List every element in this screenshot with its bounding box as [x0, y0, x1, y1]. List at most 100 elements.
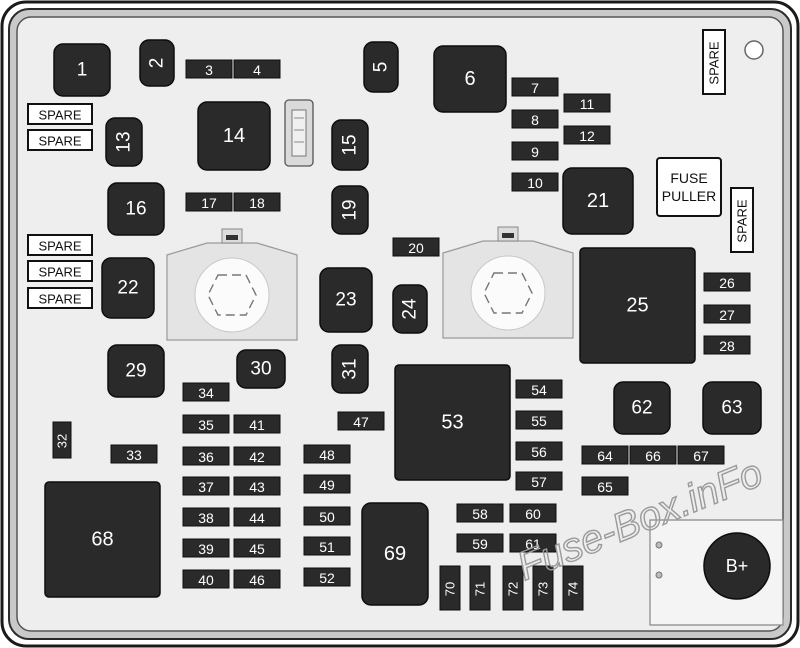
relay-30: [236, 349, 286, 389]
fuse-55: [515, 410, 563, 430]
fuse-11: [563, 93, 611, 113]
spare-fuse: [730, 187, 754, 253]
relay-24-label: 24: [400, 298, 421, 320]
fuse-71: [469, 565, 491, 611]
fuse-48-label: 48: [319, 447, 335, 463]
fuse-41-label: 41: [249, 417, 265, 433]
relay-16: [107, 182, 165, 236]
spare-fuse: [702, 29, 726, 95]
fuse-35: [182, 414, 230, 434]
fuse-43: [233, 476, 281, 496]
fuse-18-label: 18: [249, 195, 265, 211]
relay-2: [139, 39, 175, 87]
relay-13-label: 13: [114, 131, 135, 152]
fuse-41: [233, 414, 281, 434]
fuse-8: [511, 109, 559, 129]
relay-large-6: [433, 45, 507, 113]
relay-15: [331, 119, 369, 171]
fuse-47: [337, 411, 385, 431]
relay-large-69-label: 69: [384, 543, 406, 565]
spare-fuse-label: SPARE: [38, 265, 81, 280]
fuse-12-label: 12: [579, 128, 595, 144]
spare-fuse: [27, 103, 93, 125]
fuse-71-label: 71: [473, 582, 488, 596]
fuse-8-label: 8: [531, 112, 539, 128]
fuse-51: [303, 536, 351, 556]
relay-62: [613, 381, 671, 435]
fuse-42: [233, 446, 281, 466]
terminal-rivet: [655, 571, 663, 579]
fuse-32-label: 32: [55, 434, 70, 448]
fuse-70-label: 70: [443, 582, 458, 596]
battery-terminal-label: B+: [726, 556, 749, 576]
relay-30-label: 30: [250, 359, 271, 380]
fuse-56-label: 56: [531, 444, 547, 460]
fuse-28: [703, 335, 751, 355]
relay-15-label: 15: [340, 134, 361, 155]
fuse-55-label: 55: [531, 413, 547, 429]
fuse-45-label: 45: [249, 541, 265, 557]
mounting-hole: [744, 40, 764, 60]
relay-24: [392, 284, 428, 334]
fuse-3: [185, 59, 233, 79]
fuse-40: [182, 569, 230, 589]
fuse-60: [509, 503, 557, 523]
fuse-57-label: 57: [531, 474, 547, 490]
relay-63: [702, 381, 762, 435]
fuse-18: [233, 192, 281, 212]
relay-23-label: 23: [335, 290, 356, 311]
bolt-stud-tab-slot: [226, 235, 238, 240]
fuse-20: [392, 237, 440, 257]
fuse-47-label: 47: [353, 414, 369, 430]
fuse-61: [509, 533, 557, 553]
relay-22: [101, 257, 155, 319]
fuse-32: [52, 421, 72, 459]
relay-63-label: 63: [721, 398, 742, 419]
relay-large-6-label: 6: [464, 68, 475, 90]
relay-large-25-label: 25: [626, 295, 648, 317]
fuse-34-label: 34: [198, 385, 214, 401]
spare-fuse-label: SPARE: [38, 239, 81, 254]
fuse-26: [703, 272, 751, 292]
fuse-7-label: 7: [531, 80, 539, 96]
fuse-54: [515, 379, 563, 399]
fuse-52: [303, 567, 351, 587]
fuse-4-label: 4: [253, 62, 261, 78]
fuse-49-label: 49: [319, 477, 335, 493]
fuse-10-label: 10: [527, 175, 543, 191]
fuse-28-label: 28: [719, 338, 735, 354]
fuse-37-label: 37: [198, 479, 214, 495]
fuse-65-label: 65: [597, 479, 613, 495]
relay-large-21: [562, 167, 634, 235]
fuse-58-label: 58: [472, 506, 488, 522]
spare-fuse-label: SPARE: [707, 41, 722, 84]
fuse-3-label: 3: [205, 62, 213, 78]
fuse-33-label: 33: [126, 447, 142, 463]
relay-62-label: 62: [631, 398, 652, 419]
fuse-26-label: 26: [719, 275, 735, 291]
relay-large-14: [197, 101, 271, 171]
fuse-74: [562, 565, 584, 611]
fuse-52-label: 52: [319, 570, 335, 586]
fuse-66: [629, 445, 677, 465]
fuse-45: [233, 538, 281, 558]
terminal-rivet: [655, 541, 663, 549]
fuse-58: [456, 503, 504, 523]
fuse-44-label: 44: [249, 510, 265, 526]
fuse-42-label: 42: [249, 449, 265, 465]
fuse-50: [303, 506, 351, 526]
fuse-4: [233, 59, 281, 79]
spare-fuse: [27, 260, 93, 282]
battery-terminal: [703, 532, 771, 600]
fuse-puller: [656, 157, 722, 217]
spare-fuse-label: SPARE: [38, 292, 81, 307]
fuse-54-label: 54: [531, 382, 547, 398]
fuse-9-label: 9: [531, 144, 539, 160]
relay-large-69: [361, 502, 429, 606]
relay-19: [331, 185, 369, 235]
fuse-20-label: 20: [408, 240, 424, 256]
spare-fuse: [27, 234, 93, 256]
fuse-70: [439, 565, 461, 611]
fuse-7: [511, 77, 559, 97]
